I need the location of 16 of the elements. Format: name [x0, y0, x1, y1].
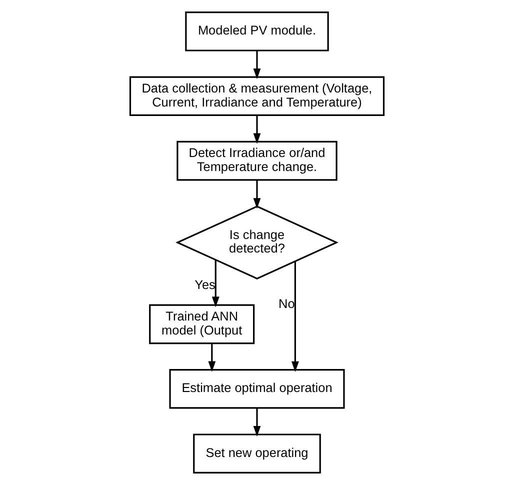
arrow: [252, 50, 260, 80]
node-box: Modeled PV module.: [184, 12, 328, 52]
node-box: Estimate optimal operation: [168, 369, 344, 409]
arrow: [290, 261, 298, 372]
arrow: [252, 116, 260, 144]
edge-label: Yes: [194, 276, 215, 292]
arrow: [252, 180, 260, 209]
node-diamond: Is change detected?: [175, 206, 338, 280]
arrow: [252, 408, 260, 437]
node-box: Detect Irradiance or/and Temperature change.: [176, 140, 337, 181]
node-box: Trained ANN model (Output: [148, 304, 254, 344]
node-box: Set new operating: [192, 434, 320, 474]
edge-label: No: [278, 296, 294, 312]
node-box: Data collection & measurement (Voltage, Current, Irradiance and Temperature): [128, 76, 384, 116]
arrow: [211, 260, 219, 308]
arrow: [208, 344, 216, 372]
